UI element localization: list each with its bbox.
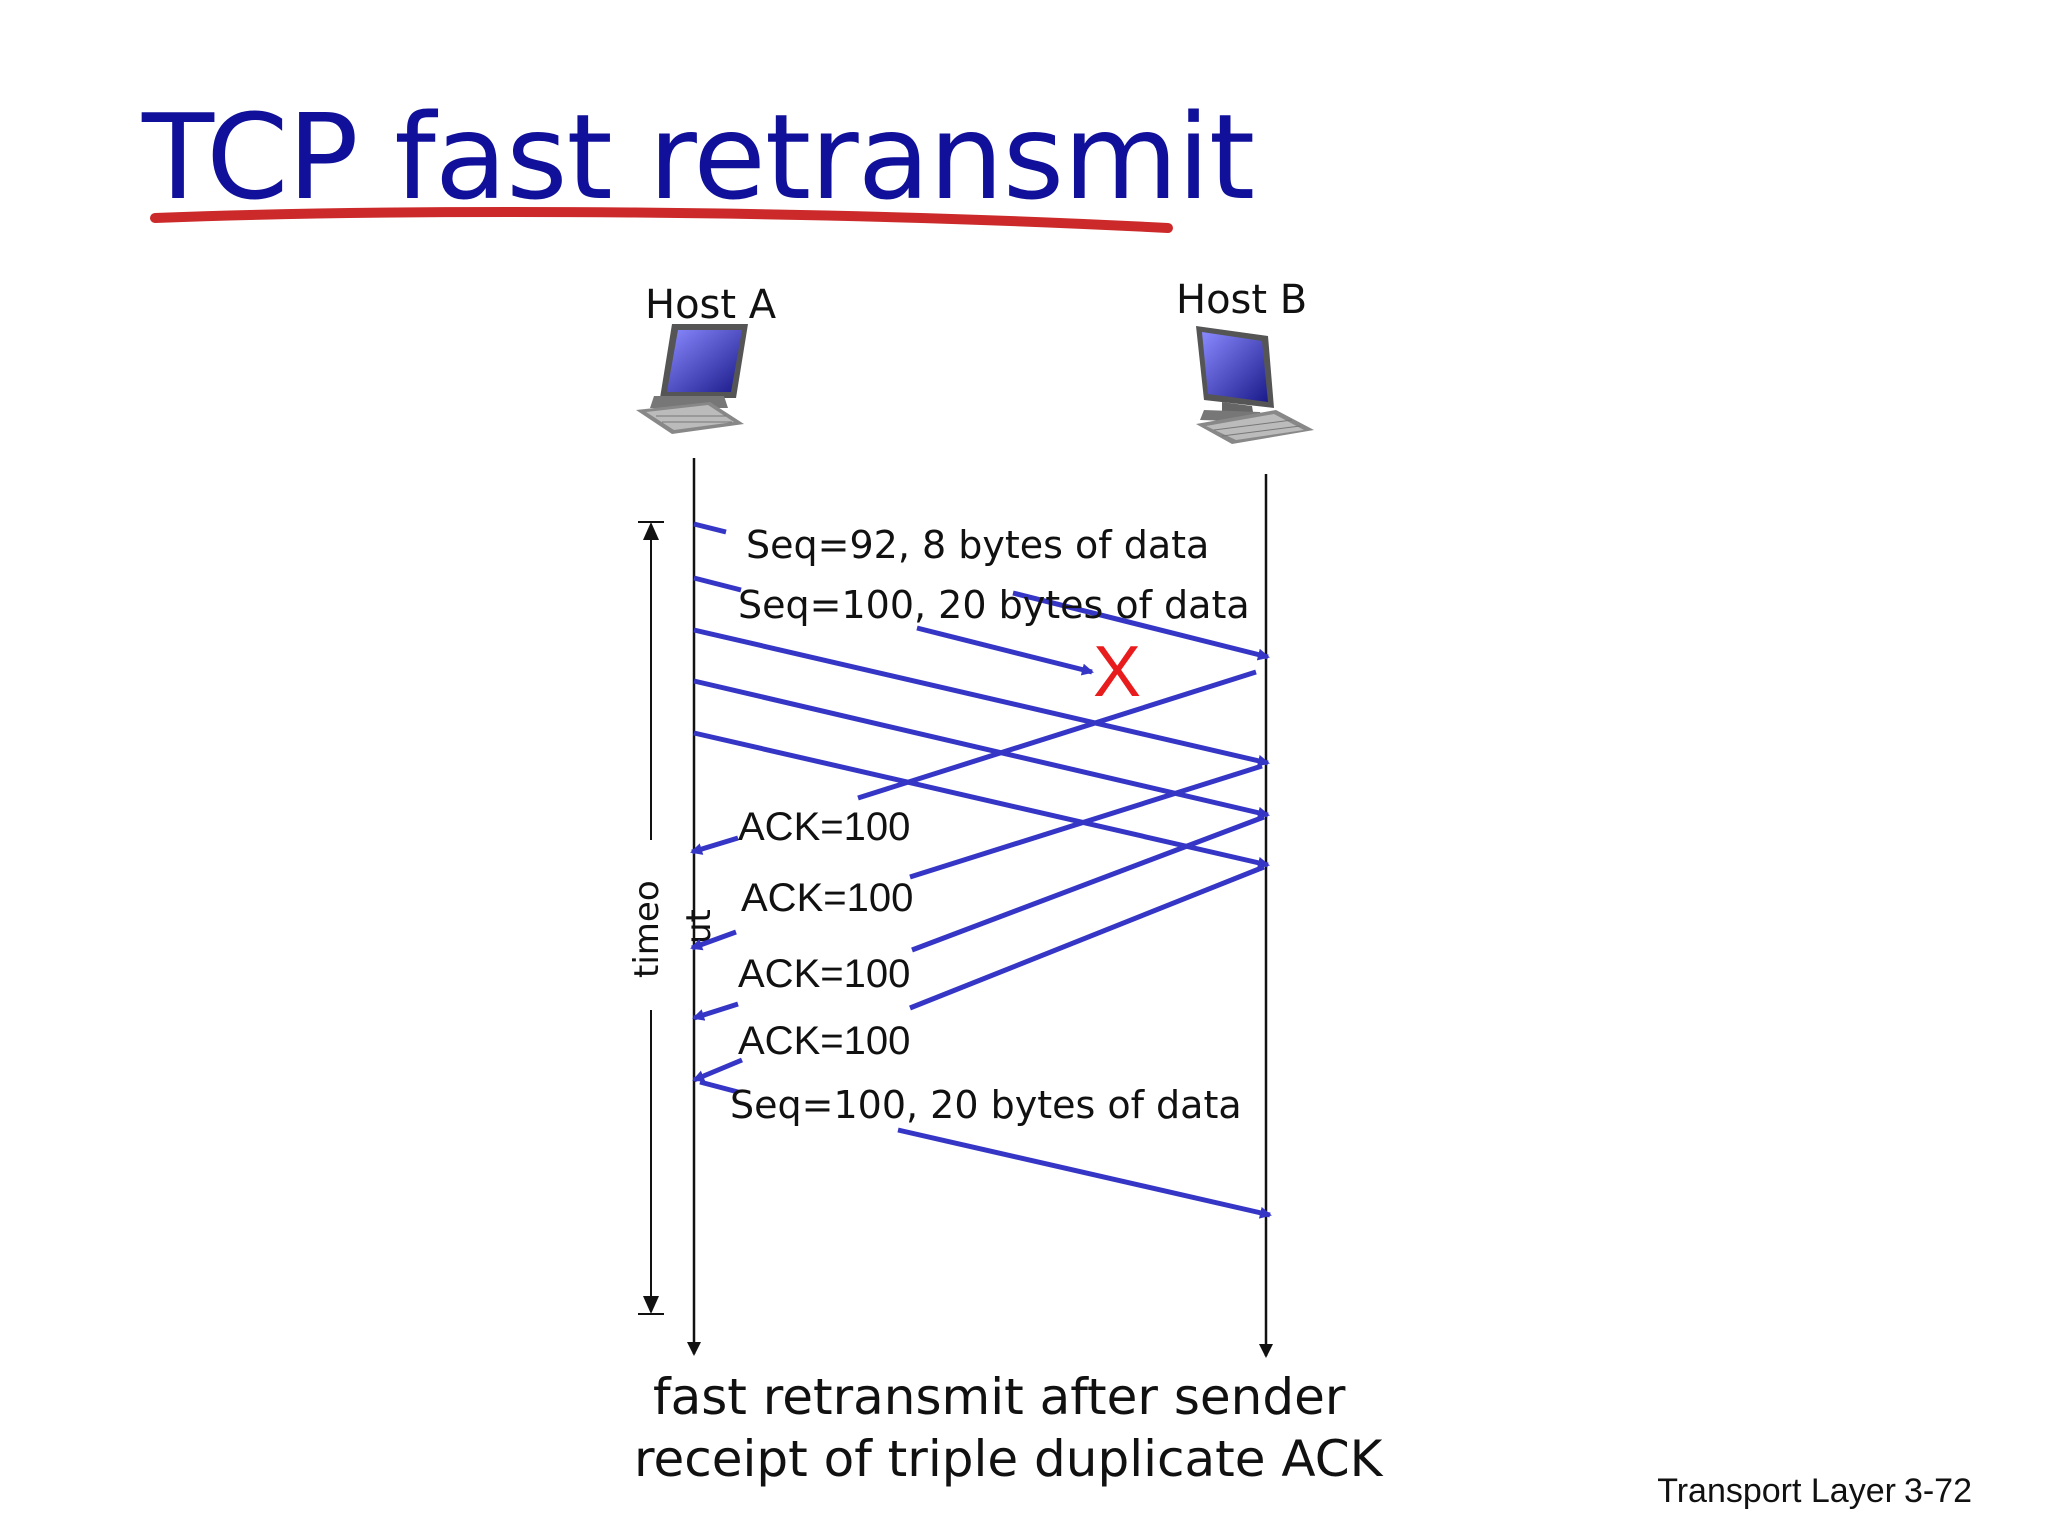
ack-label: ACK=100 (738, 1019, 910, 1063)
segment-seq-100-lost: Seq=100, 20 bytes of data (693, 575, 1250, 676)
segment-arrow (693, 627, 1270, 767)
page-title: TCP fast retransmit (142, 88, 1255, 226)
segment-seq-100-retransmit: Seq=100, 20 bytes of data (699, 1079, 1272, 1219)
footer-section: Transport Layer (1657, 1472, 1896, 1510)
segment-label: Seq=92, 8 bytes of data (746, 523, 1209, 567)
ack-label: ACK=100 (738, 952, 910, 996)
desktop-computer-icon (636, 324, 748, 434)
ack-2: ACK=100 (690, 763, 1263, 951)
ack-1: ACK=100 (690, 669, 1257, 855)
timeout-bracket (638, 521, 664, 1315)
timeout-label: timeo (627, 880, 667, 978)
caption-line-2: receipt of triple duplicate ACK (634, 1430, 1384, 1488)
segment-seq-92: Seq=92, 8 bytes of data (693, 521, 1270, 661)
host-b-label: Host B (1176, 277, 1307, 323)
ack-4: ACK=100 (692, 864, 1265, 1083)
title-underline (150, 207, 1173, 233)
segment-label: Seq=100, 20 bytes of data (738, 583, 1250, 627)
page-number: 3-72 (1903, 1472, 1972, 1510)
ack-label: ACK=100 (738, 805, 910, 849)
segment-arrow (693, 730, 1270, 869)
caption-line-1: fast retransmit after sender (653, 1368, 1346, 1426)
segment-label: Seq=100, 20 bytes of data (730, 1083, 1242, 1127)
packet-loss-marker: X (1093, 632, 1141, 712)
host-a-label: Host A (645, 282, 777, 328)
ack-3: ACK=100 (692, 814, 1265, 1021)
ack-label: ACK=100 (741, 876, 913, 920)
segment-arrow (693, 678, 1270, 819)
desktop-computer-icon (1196, 326, 1314, 444)
